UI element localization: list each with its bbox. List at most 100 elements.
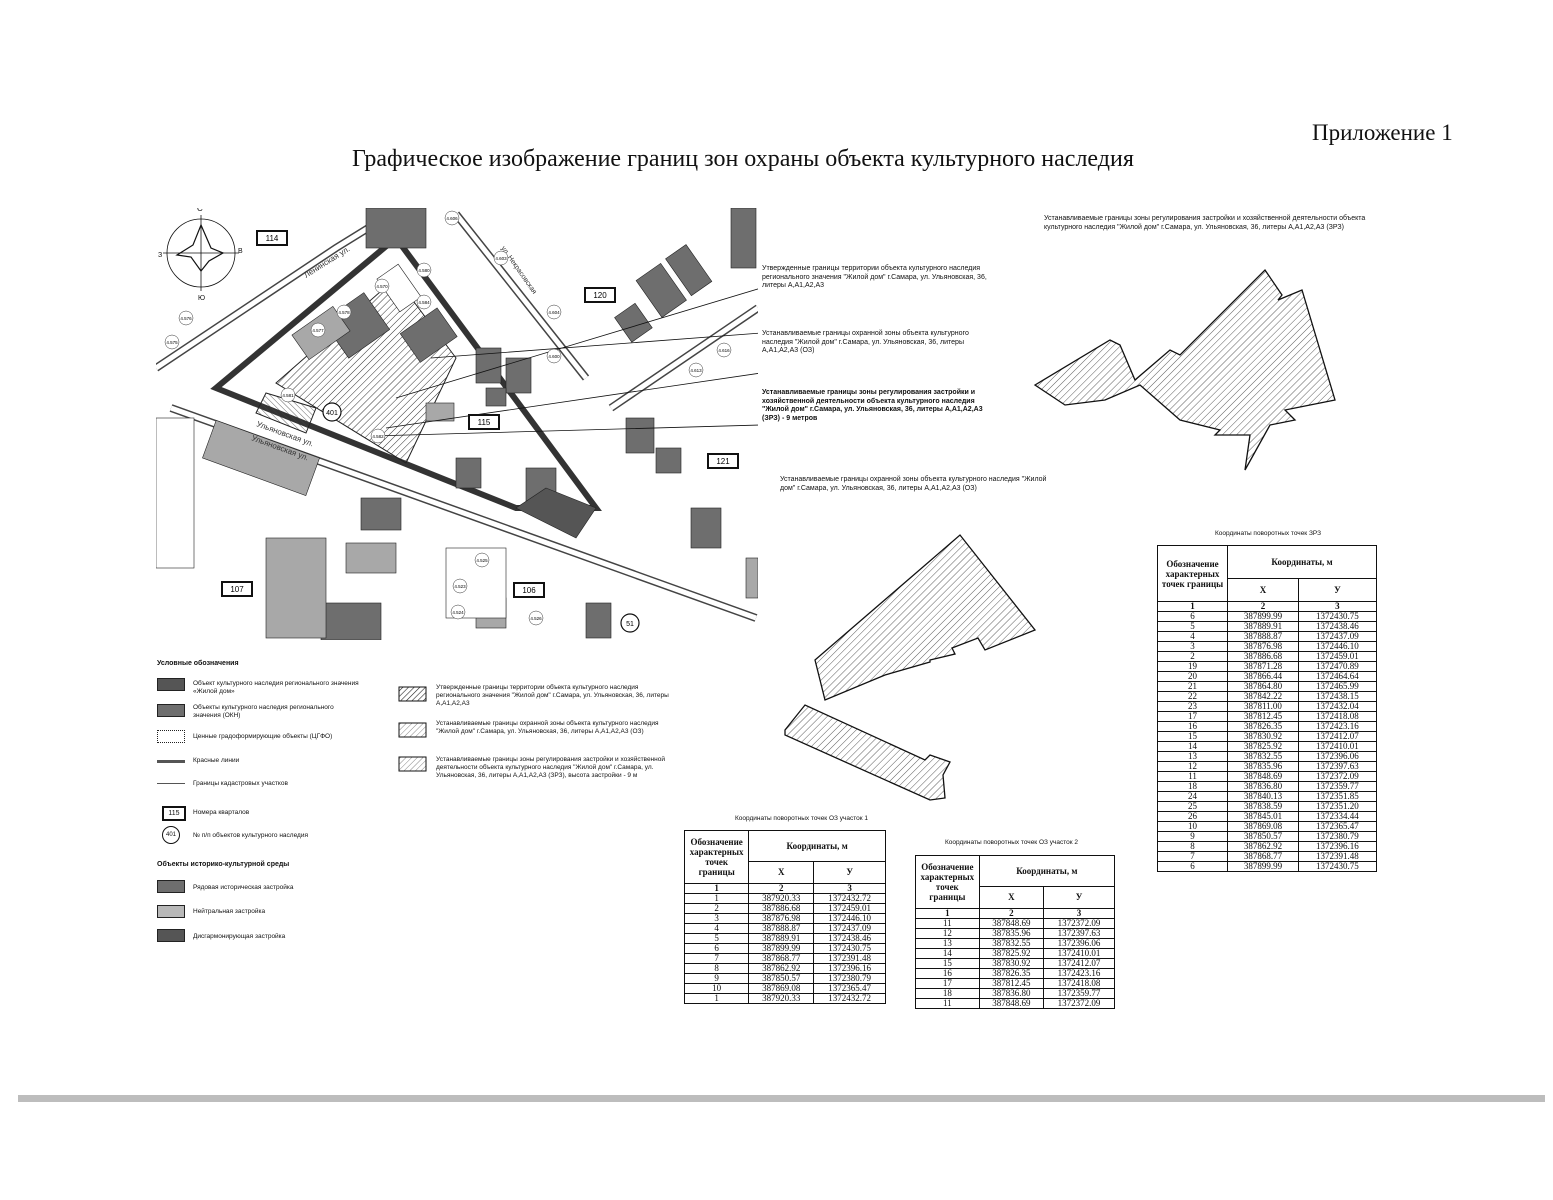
legend-quarter-sample: 115 [162, 806, 186, 821]
header-n2: 2 [1227, 601, 1299, 612]
header-n1: 1 [683, 883, 750, 894]
compass-east: В [238, 248, 243, 255]
svg-text:4.606: 4.606 [446, 216, 458, 221]
header-n1: 1 [915, 908, 980, 919]
header-y: У [1042, 886, 1116, 909]
svg-text:4.600: 4.600 [548, 354, 560, 359]
svg-text:4.584: 4.584 [418, 300, 430, 305]
legend-item: Границы кадастровых участков [193, 780, 288, 787]
svg-text:4.577: 4.577 [312, 328, 324, 333]
legend-item: № п/п объектов культурного наследия [193, 832, 308, 839]
object-51: 51 [626, 621, 634, 628]
legend-item: Красные линии [193, 757, 240, 764]
svg-text:4.603: 4.603 [495, 256, 507, 261]
header-n3: 3 [1042, 908, 1116, 919]
legend-swatch-cgfo [157, 730, 185, 743]
oz-boundary-diagram [784, 534, 1037, 801]
quarter-labels: 114 120 115 121 107 106 [221, 230, 739, 598]
legend-item: Объект культурного наследия региональног… [193, 680, 359, 695]
header-x: X [1227, 578, 1299, 602]
callout-protection-zone: Устанавливаемые границы охранной зоны об… [762, 330, 969, 354]
compass-west: З [158, 252, 162, 259]
legend-item: Номера кварталов [193, 809, 250, 816]
header-coords: Координаты, м [748, 830, 886, 862]
svg-text:4.524: 4.524 [452, 610, 464, 615]
svg-text:4.616: 4.616 [718, 348, 730, 353]
svg-text:4.575: 4.575 [166, 340, 178, 345]
header-y: У [1297, 578, 1378, 602]
quarter-115: 115 [478, 418, 491, 427]
object-401: 401 [326, 410, 338, 417]
svg-text:4.523: 4.523 [454, 584, 466, 589]
zrz-caption: Устанавливаемые границы зоны регулирован… [1044, 215, 1366, 231]
svg-text:4.525: 4.525 [476, 558, 488, 563]
callout-lines [370, 288, 758, 437]
compass-rose [163, 215, 239, 291]
site-plan-map: С Ю З В Ленинская ул. Ульяновская ул. Ул… [156, 208, 758, 640]
zrz-polygon [1033, 268, 1336, 471]
dark-building [515, 487, 597, 539]
svg-text:4.576: 4.576 [180, 316, 192, 321]
svg-text:4.526: 4.526 [530, 616, 542, 621]
legend-item: Нейтральная застройка [193, 908, 266, 915]
table-zrz-caption: Координаты поворотных точек ЗРЗ [1215, 530, 1322, 537]
header-point: Обозначение характерных точек границы [683, 830, 750, 884]
callout-approved-territory: Утвержденные границы территории объекта … [762, 265, 987, 289]
quarter-120: 120 [593, 291, 607, 300]
svg-text:4.581: 4.581 [282, 393, 294, 398]
compass-south: Ю [198, 295, 205, 302]
quarter-121: 121 [716, 457, 730, 466]
legend-red-line [157, 760, 185, 763]
neutral-buildings [202, 305, 758, 639]
compass-north: С [197, 208, 203, 213]
legend-swatch-okn-main [157, 678, 185, 691]
quarter-114: 114 [266, 234, 279, 243]
header-point: Обозначение характерных точек границы [1156, 545, 1229, 602]
legend-right-item: Утвержденные границы территории объекта … [436, 684, 669, 707]
scan-bottom-bar [18, 1095, 1545, 1102]
page-title: Графическое изображение границ зон охран… [352, 146, 1134, 172]
protection-zone-2 [255, 392, 317, 434]
oz-polygon-2 [784, 704, 951, 801]
header-n2: 2 [748, 883, 815, 894]
svg-text:4.582: 4.582 [372, 434, 384, 439]
svg-text:4.613: 4.613 [690, 368, 702, 373]
header-coords: Координаты, м [978, 855, 1116, 887]
legend-swatch-okn [157, 704, 185, 717]
legend-swatch-neutral [157, 905, 185, 918]
